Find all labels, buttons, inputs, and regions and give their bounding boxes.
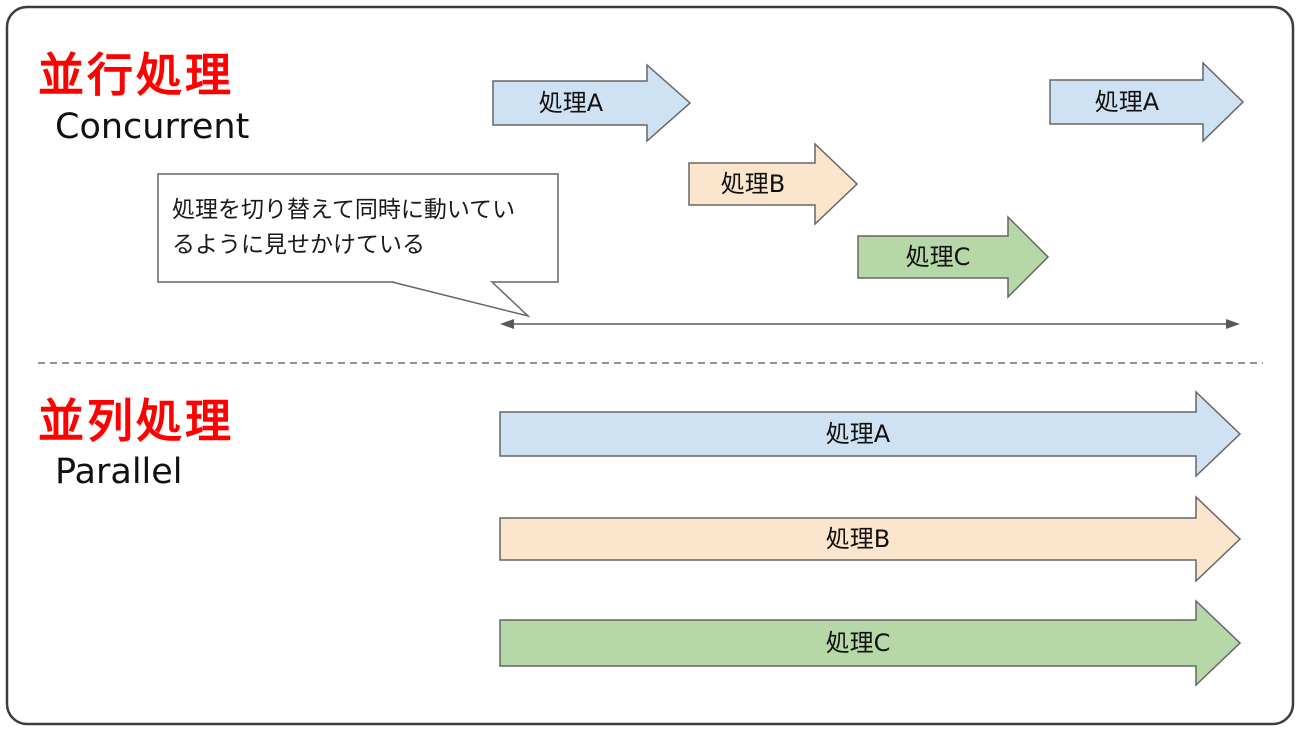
parallel-arrow-process-c-label: 処理C [826,629,891,657]
callout-bubble: 処理を切り替えて同時に動いてい るように見せかけている [157,173,559,318]
parallel-arrow-process-b-label: 処理B [826,525,890,553]
callout-bubble-box [157,173,559,283]
concurrent-arrow-process-b-label: 処理B [721,170,785,198]
concurrent-arrow-process-a-second-label: 処理A [1095,88,1160,116]
parallel-arrow-process-b [499,495,1242,583]
concurrent-arrow-process-c [857,215,1050,299]
callout-text-line1: 処理を切り替えて同時に動いてい [172,197,515,223]
concurrent-section-subtitle: Concurrent [55,107,250,147]
concurrent-arrow-process-a-first-label: 処理A [539,89,604,117]
parallel-section-subtitle: Parallel [55,452,183,492]
concurrent-section-title: 並行処理 [38,48,234,102]
timeline-double-arrow [500,319,1240,329]
timeline-right-arrowhead-icon [1226,319,1240,329]
parallel-section-title: 並列処理 [38,394,234,448]
concurrent-arrow-process-b [688,142,859,226]
concurrent-arrow-process-c-label: 処理C [906,243,971,271]
timeline-left-arrowhead-icon [500,319,514,329]
callout-text-line2: るように見せかけている [172,232,425,258]
parallel-arrow-process-c [499,599,1242,687]
parallel-arrow-process-a-label: 処理A [826,420,891,448]
concurrent-arrow-process-a-second [1049,61,1245,143]
parallel-arrow-process-a [499,390,1242,478]
concurrent-arrow-process-a-first [492,63,692,143]
callout-bubble-tail [391,281,531,318]
